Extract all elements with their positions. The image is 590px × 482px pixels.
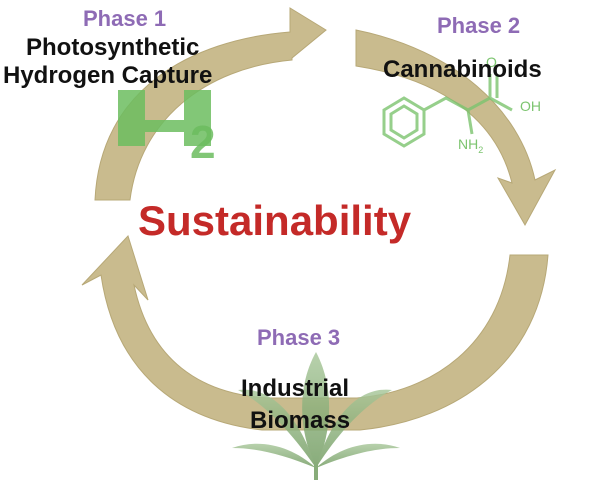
hydrogen-symbol-element: H xyxy=(0,0,1,1)
arrow-phase2-to-phase3-icon xyxy=(355,29,557,227)
phase-2-title-line-1: Cannabinoids xyxy=(383,56,542,83)
molecule-amine-subscript: 2 xyxy=(478,145,483,155)
phase-3-title-line-1: Industrial xyxy=(241,375,350,402)
molecule-structure-icon xyxy=(382,74,513,148)
molecule-amine-text: NH xyxy=(458,136,478,152)
phase-3-title-line-2: Biomass xyxy=(250,407,351,434)
molecule-amine-label: NH2 xyxy=(458,136,483,155)
phase-2-label: Phase 2 xyxy=(437,13,521,38)
phase-1-label: Phase 1 xyxy=(83,6,167,31)
hydrogen-subscript: 2 xyxy=(190,116,216,168)
phase-3-label: Phase 3 xyxy=(257,325,341,350)
center-title: Sustainability xyxy=(138,197,412,244)
arrow-phase3-to-phase1-icon xyxy=(81,235,549,431)
phase-1-title-line-2: Hydrogen Capture xyxy=(3,62,213,89)
cannabis-leaf-icon xyxy=(232,352,400,480)
molecule-hydroxyl-label: OH xyxy=(520,98,541,114)
molecule-oxygen-label: O xyxy=(486,54,497,70)
phase-1-title-line-1: Photosynthetic xyxy=(26,34,200,61)
hydrogen-symbol-icon xyxy=(118,90,211,146)
